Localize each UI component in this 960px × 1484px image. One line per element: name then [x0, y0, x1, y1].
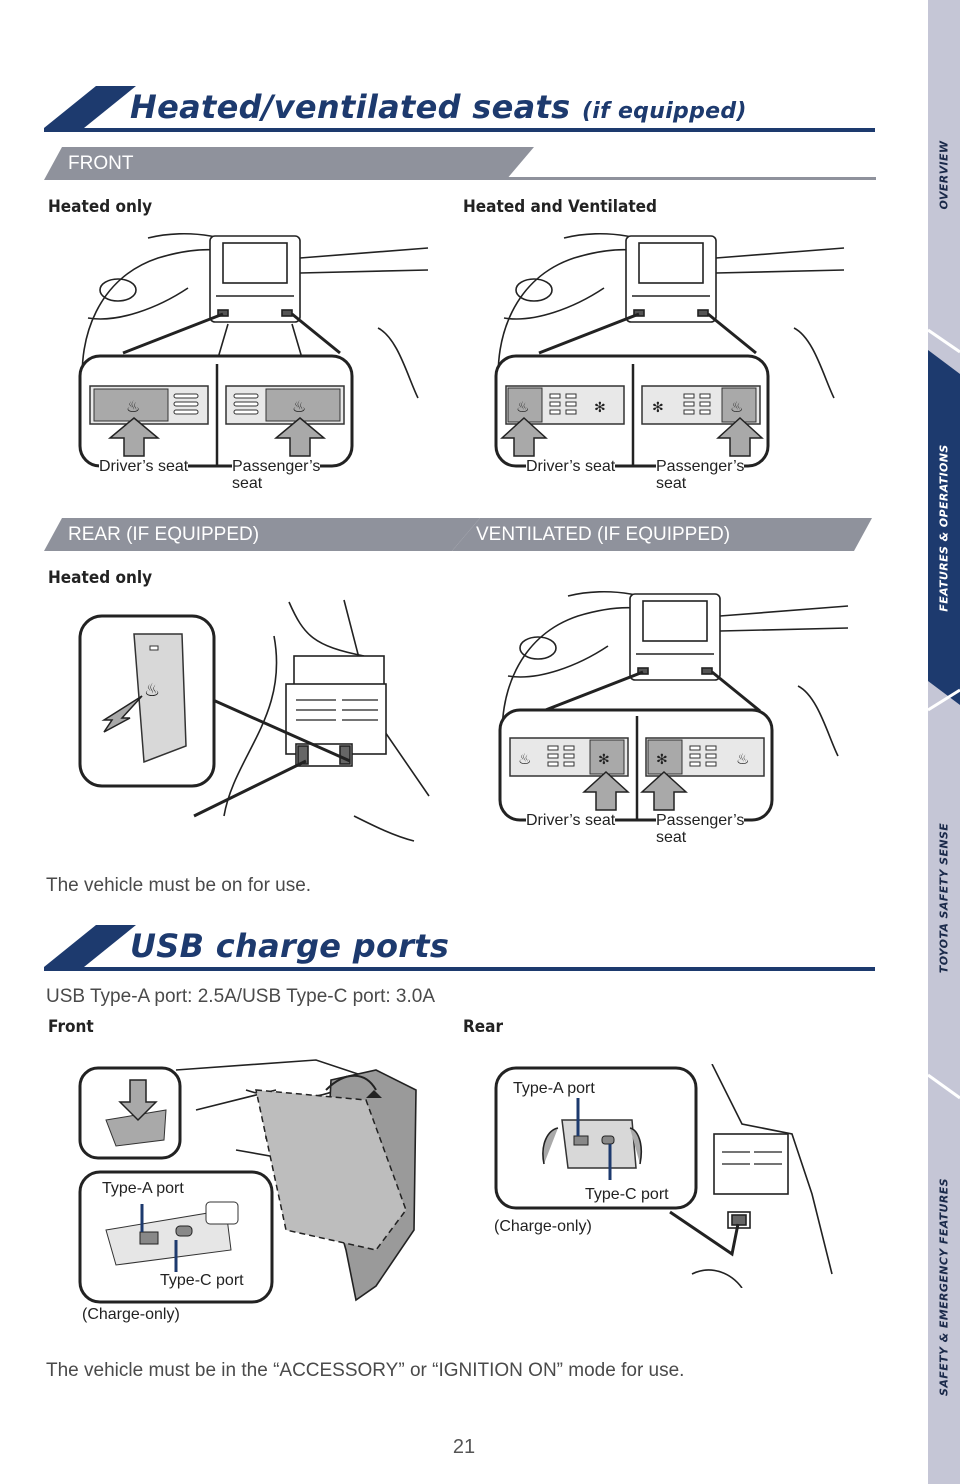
header-rule	[44, 967, 875, 971]
svg-text:♨: ♨	[126, 397, 140, 416]
front-banner-text: FRONT	[68, 153, 134, 174]
usb-section-header: USB charge ports	[44, 917, 875, 971]
usb-front-type-c-label: Type-C port	[160, 1272, 244, 1289]
vent-driver-seat-label: Driver’s seat	[526, 812, 616, 829]
front-heated-driver-seat-label: Driver’s seat	[99, 458, 189, 475]
front-banner: FRONT	[44, 147, 534, 180]
usb-spec: USB Type-A port: 2.5A/USB Type-C port: 3…	[46, 986, 435, 1007]
front-vent-passenger-seat-label: Passenger’s seat	[656, 458, 745, 492]
header-accent	[44, 925, 136, 967]
heated-seats-title: Heated/ventilated seats (if equipped)	[130, 88, 747, 126]
usb-rear-label: Rear	[463, 1017, 504, 1037]
front-banner-rule	[500, 177, 876, 180]
ventilated-seats-illustration: ♨ ✻ ✻ ♨	[498, 591, 849, 822]
rear-heated-only-label: Heated only	[48, 568, 153, 588]
front-heated-ventilated-label: Heated and Ventilated	[463, 197, 658, 217]
passenger-seat-line2: seat	[232, 475, 263, 492]
header-rule	[44, 128, 875, 132]
passenger-seat-line1: Passenger’s	[656, 812, 745, 829]
passenger-seat-line1: Passenger’s	[656, 458, 745, 475]
rear-banner: REAR (IF EQUIPPED)	[44, 518, 480, 551]
usb-rear-illustration	[494, 1064, 833, 1288]
rear-banner-text: REAR (IF EQUIPPED)	[68, 524, 260, 545]
svg-text:✻: ✻	[594, 400, 606, 416]
svg-text:♨: ♨	[730, 398, 743, 416]
usb-rear-type-c-label: Type-C port	[585, 1186, 669, 1203]
heated-seats-section-header: Heated/ventilated seats (if equipped)	[44, 78, 875, 132]
passenger-seat-line2: seat	[656, 475, 687, 492]
rear-heated-illustration: ♨	[78, 599, 430, 842]
vent-passenger-seat-label: Passenger’s seat	[656, 812, 745, 846]
usb-front-type-a-label: Type-A port	[102, 1180, 184, 1197]
front-heated-only-illustration: ♨ ♨	[78, 233, 429, 468]
front-vent-driver-seat-label: Driver’s seat	[526, 458, 616, 475]
ventilated-banner: VENTILATED (IF EQUIPPED)	[452, 518, 872, 551]
front-heated-ventilated-illustration: ♨ ✻ ✻ ♨	[494, 233, 845, 468]
svg-text:✻: ✻	[656, 752, 668, 768]
usb-front-charge-only-label: (Charge-only)	[82, 1306, 180, 1323]
heated-seats-title-suffix: (if equipped)	[581, 99, 747, 124]
usb-rear-charge-only-label: (Charge-only)	[494, 1218, 592, 1235]
usb-rear-type-a-label: Type-A port	[513, 1080, 595, 1097]
svg-text:✻: ✻	[598, 752, 610, 768]
usb-title: USB charge ports	[130, 927, 450, 965]
page-number: 21	[452, 1436, 476, 1458]
svg-text:♨: ♨	[518, 750, 531, 768]
front-heated-only-label: Heated only	[48, 197, 153, 217]
usb-front-label: Front	[48, 1017, 94, 1037]
section-nav-sidebar: OVERVIEW FEATURES & OPERATIONS TOYOTA SA…	[928, 0, 960, 1484]
nav-tab-features-operations[interactable]: FEATURES & OPERATIONS	[928, 350, 960, 705]
heated-seats-note: The vehicle must be on for use.	[46, 875, 312, 896]
nav-tab-dividers	[928, 328, 960, 1100]
usb-front-illustration	[78, 1059, 417, 1304]
passenger-seat-line2: seat	[656, 829, 687, 846]
svg-text:♨: ♨	[292, 397, 306, 416]
svg-text:✻: ✻	[652, 400, 664, 416]
svg-text:♨: ♨	[516, 398, 529, 416]
heated-seats-title-text: Heated/ventilated seats	[130, 88, 571, 126]
svg-text:♨: ♨	[144, 680, 160, 701]
usb-note: The vehicle must be in the “ACCESSORY” o…	[46, 1360, 685, 1381]
svg-text:♨: ♨	[736, 750, 749, 768]
ventilated-banner-text: VENTILATED (IF EQUIPPED)	[476, 524, 731, 545]
passenger-seat-line1: Passenger’s	[232, 458, 321, 475]
header-accent	[44, 86, 136, 128]
front-heated-passenger-seat-label: Passenger’s seat	[232, 458, 321, 492]
